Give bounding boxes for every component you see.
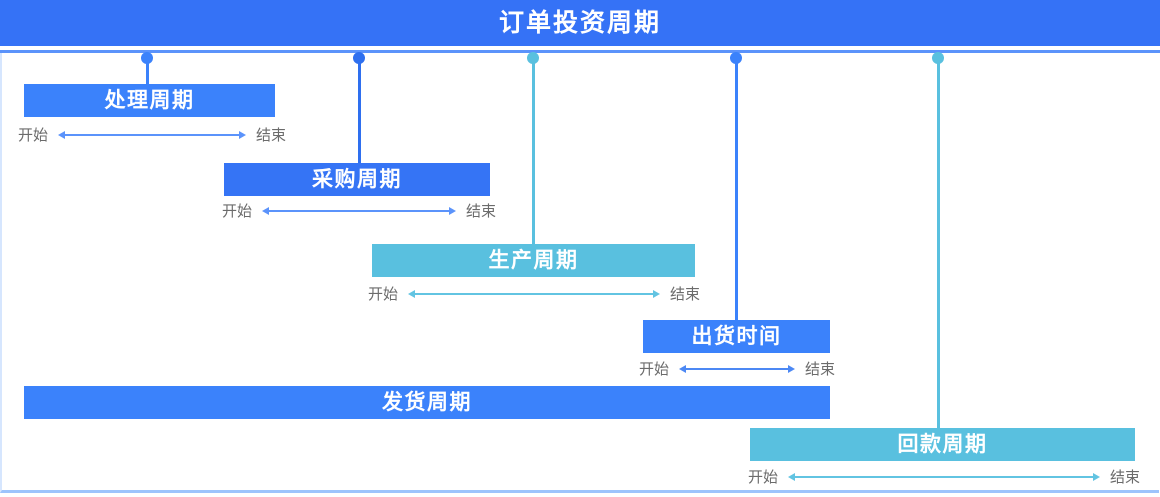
phase-bar-payment-cycle[interactable]: 回款周期 xyxy=(750,428,1135,461)
range-start-label: 开始 xyxy=(368,285,399,303)
range-double-arrow-icon xyxy=(262,205,456,217)
range-start-label: 开始 xyxy=(639,360,670,378)
range-double-arrow-icon xyxy=(58,129,246,141)
phase-range-payment-cycle: 开始 结束 xyxy=(748,466,1140,488)
range-end-label: 结束 xyxy=(804,360,835,378)
phase-bar-purchase-cycle[interactable]: 采购周期 xyxy=(224,163,490,196)
timeline-stem xyxy=(357,58,361,170)
range-end-label: 结束 xyxy=(465,202,496,220)
range-start-label: 开始 xyxy=(222,202,253,220)
range-start-label: 开始 xyxy=(748,468,779,486)
phase-bar-delivery-cycle[interactable]: 发货周期 xyxy=(24,386,830,419)
title-banner: 订单投资周期 xyxy=(0,0,1160,46)
timeline-stem xyxy=(145,58,149,91)
phase-bar-label: 采购周期 xyxy=(312,168,402,191)
timeline-stem xyxy=(936,58,940,435)
timeline-stem xyxy=(531,58,535,251)
phase-bar-label: 生产周期 xyxy=(488,249,579,272)
page-title: 订单投资周期 xyxy=(498,8,661,37)
phase-bar-processing-cycle[interactable]: 处理周期 xyxy=(24,84,275,117)
phase-range-purchase-cycle: 开始 结束 xyxy=(222,200,496,222)
range-start-label: 开始 xyxy=(18,126,49,144)
range-double-arrow-icon xyxy=(408,288,660,300)
range-end-label: 结束 xyxy=(1109,468,1140,486)
phase-range-processing-cycle: 开始 结束 xyxy=(18,124,286,146)
timeline-axis xyxy=(0,50,1160,53)
range-double-arrow-icon xyxy=(679,363,795,375)
phase-bar-label: 发货周期 xyxy=(382,391,472,414)
timeline-dot-icon xyxy=(932,52,944,64)
phase-bar-shipping-time[interactable]: 出货时间 xyxy=(643,320,830,353)
phase-bar-production-cycle[interactable]: 生产周期 xyxy=(372,244,695,277)
phase-bar-label: 回款周期 xyxy=(897,433,988,456)
phase-range-shipping-time: 开始 结束 xyxy=(639,358,835,380)
timeline-dot-icon xyxy=(141,52,153,64)
timeline-content-frame xyxy=(0,53,1159,493)
phase-bar-label: 处理周期 xyxy=(104,89,195,112)
timeline-dot-icon xyxy=(527,52,539,64)
timeline-stem xyxy=(734,58,738,327)
range-double-arrow-icon xyxy=(788,471,1100,483)
timeline-dot-icon xyxy=(353,52,365,64)
range-end-label: 结束 xyxy=(669,285,700,303)
phase-bar-label: 出货时间 xyxy=(691,325,782,348)
timeline-dot-icon xyxy=(730,52,742,64)
phase-range-production-cycle: 开始 结束 xyxy=(368,283,700,305)
range-end-label: 结束 xyxy=(255,126,286,144)
